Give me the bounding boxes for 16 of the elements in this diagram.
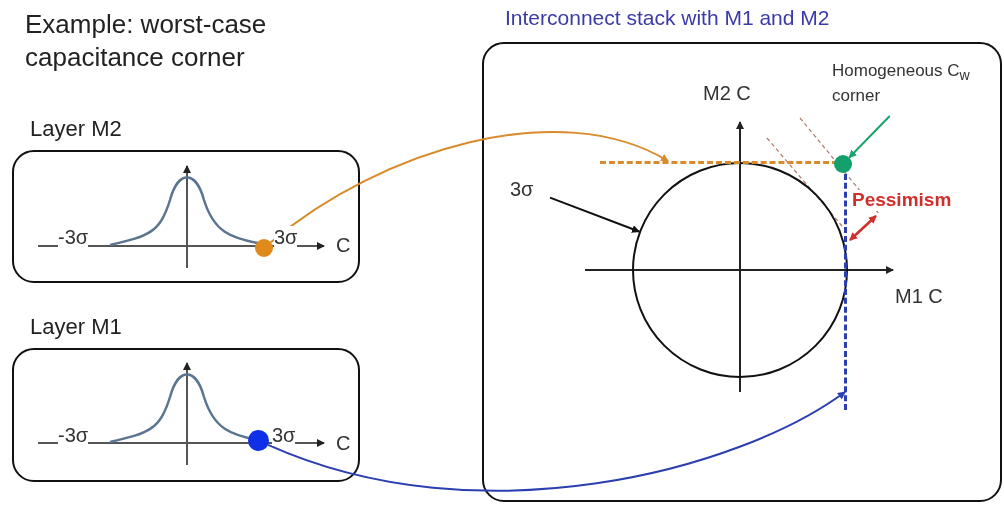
panel-heading: Interconnect stack with M1 and M2 xyxy=(505,6,830,30)
panel-heading: Layer M1 xyxy=(30,314,122,340)
annotation-text: Pessimism xyxy=(852,190,952,211)
callout-text: 3σ xyxy=(510,176,550,204)
panel-heading: Layer M2 xyxy=(30,116,122,142)
data-point xyxy=(248,430,269,451)
arrow xyxy=(267,391,846,492)
corner-point xyxy=(834,155,852,173)
data-point xyxy=(255,239,273,257)
dashed-line xyxy=(844,174,847,410)
arrow xyxy=(848,115,891,159)
annotation-text: Homogeneous C$_{w}$ corner xyxy=(832,60,1002,116)
title: Example: worst-case capacitance corner xyxy=(25,8,268,73)
arrow xyxy=(549,196,641,233)
axis-tick-label: 3σ xyxy=(274,226,298,248)
arrow xyxy=(269,131,669,244)
